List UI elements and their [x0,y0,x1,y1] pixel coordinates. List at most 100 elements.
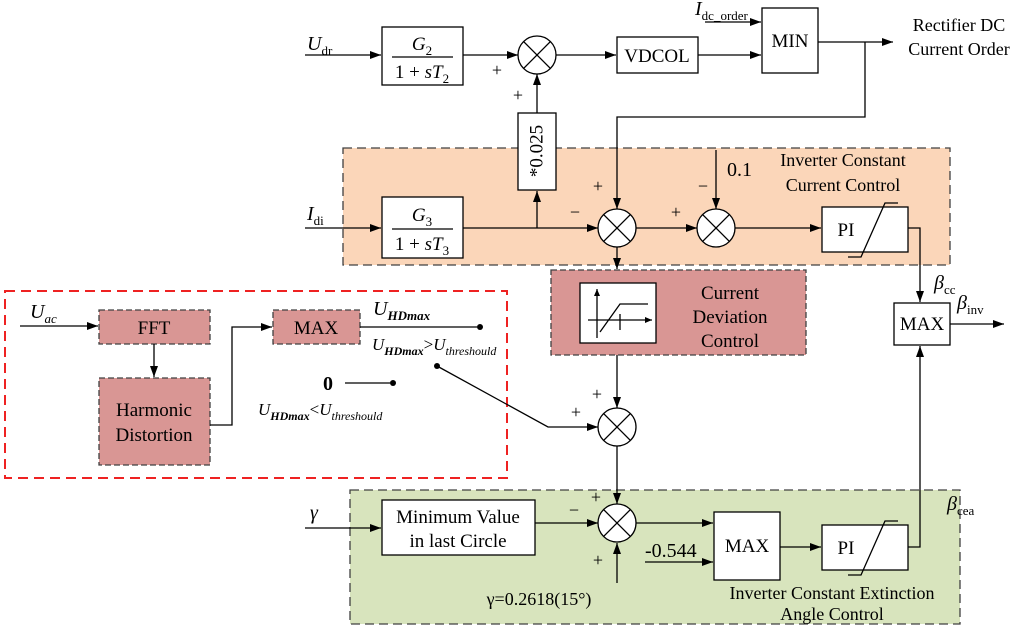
condition-high-label: UHDmax>Uthreshould [372,335,497,358]
pi-controller-current: PI [821,202,909,258]
sign-minus-gamma: − [569,500,579,520]
u-hdmax-sub: HDmax [386,308,430,323]
sign-plus-gamma-ref: + [593,550,603,570]
extinction-title-line2: Angle Control [780,604,884,624]
summing-junction-extinction [597,503,637,543]
condition-low-label: UHDmax<Uthreshould [258,400,383,423]
u-hdmax-main: U [373,298,389,320]
gamma-label: γ [310,502,319,524]
u-hdmax-label: UHDmax [373,298,431,323]
sign-minus-margin: − [698,176,708,196]
g2-den-const: 1 + [395,62,425,83]
current-control-title-line1: Inverter Constant [780,150,905,170]
rectifier-output-label-line2: Current Order [908,39,1009,59]
i-di-label: Idi [306,203,324,228]
margin-label: 0.1 [727,159,752,181]
fft-label: FFT [138,318,171,339]
pi-controller-extinction: PI [821,520,909,576]
u-dr-label: Udr [307,33,333,58]
switch-contact-high [477,324,483,330]
i-di-main: I [306,203,315,225]
g2-den-var: sT [425,62,444,83]
harmonic-distortion-box [98,377,211,466]
cond-low-rhs: U [319,400,333,419]
junction-cross [603,214,631,242]
g3-transfer-block: G3 1 + sT3 [381,196,464,259]
g2-transfer-block: G2 1 + sT2 [381,26,464,86]
gain-label: *0.025 [527,125,548,177]
fft-box [98,309,211,345]
output-max-box [893,302,951,346]
beta-cc-label: βcc [933,272,956,297]
output-max-label: MAX [900,314,945,335]
limit-label: -0.544 [645,540,697,562]
wire-distortion-to-max [210,323,272,426]
g3-box [381,196,464,259]
switch-contact-low [390,380,396,386]
gamma-ref-label: γ=0.2618(15°) [486,589,592,610]
g2-den-sub: 2 [443,71,450,86]
sign-minus-idi: − [570,202,580,222]
beta-cc-main: β [933,272,944,294]
limiter-icon [848,202,898,258]
g2-box [381,26,464,86]
graph-characteristic [599,303,648,333]
u-ac-sub: ac [44,311,57,326]
g3-num: G [412,205,426,226]
deviation-title-line3: Control [701,331,759,352]
sign-plus-deviation: + [592,384,602,404]
g3-den-sub: 3 [443,243,450,258]
sign-plus-gain: + [513,85,523,105]
sign-plus-error: + [671,202,681,222]
beta-inv-label: βinv [956,292,984,317]
summing-junction-compensation [597,407,637,447]
cond-low-op: < [310,400,320,419]
sign-plus-top: + [591,487,601,507]
cond-low-lhs: U [258,400,272,419]
rectifier-output-label-line1: Rectifier DC [913,15,1005,35]
u-ac-main: U [30,301,46,323]
graph-frame [579,282,657,344]
min-value-label-line1: Minimum Value [396,507,520,528]
i-dc-order-label: Idc_order [694,0,749,23]
junction-cross [702,214,730,242]
beta-inv-sub: inv [967,302,984,317]
wire-current-order-feedback [613,42,866,209]
g3-den-var: sT [425,234,444,255]
cea-max-box [713,511,781,581]
deviation-title-line1: Current [701,283,760,304]
summing-junction-current-error [597,208,637,248]
g3-denominator: 1 + sT3 [395,234,449,258]
g3-numerator: G3 [412,205,432,229]
beta-cea-sub: cea [957,503,975,518]
min-label: MIN [772,31,809,52]
pi-label-current: PI [838,220,855,241]
g3-num-sub: 3 [426,214,433,229]
cea-max-label: MAX [725,536,770,557]
distortion-label-line1: Harmonic [116,400,192,421]
summing-junction-current-margin [696,208,736,248]
g2-denominator: 1 + sT2 [395,62,449,86]
cond-high-lhs-sub: HDmax [383,344,423,358]
summing-junction-rectifier [517,35,557,75]
vdcol-label: VDCOL [624,46,689,67]
deviation-title-line2: Deviation [693,307,768,328]
i-dc-order-sub: dc_order [702,8,749,23]
sign-plus-order: + [593,176,603,196]
i-dc-order-main: I [694,0,703,20]
pi-box-current [821,206,909,253]
g2-num-sub: 2 [426,43,433,58]
pi-box-extinction [821,524,909,571]
pi-label-extinction: PI [838,538,855,559]
deviation-characteristic-graph [579,282,657,344]
u-dr-main: U [307,33,323,55]
wire-pi-to-max-beta-cea [908,346,924,548]
cond-high-lhs: U [372,335,386,354]
u-ac-label: Uac [30,301,57,326]
beta-cea-label: βcea [946,493,975,518]
g2-numerator: G2 [412,34,432,58]
cond-high-op: > [424,335,434,354]
g2-num: G [412,34,426,55]
harmonic-max-label: MAX [294,318,339,339]
